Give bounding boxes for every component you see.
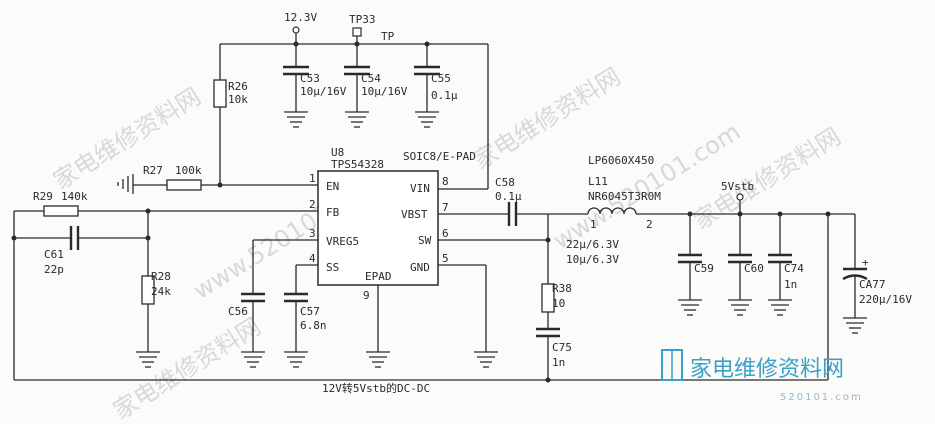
svg-text:R29: R29 [33, 190, 53, 203]
cap-c55 [414, 44, 440, 128]
ic-u8 [148, 170, 508, 352]
svg-text:家电维修资料网: 家电维修资料网 [48, 82, 205, 195]
svg-text:1: 1 [590, 218, 597, 231]
svg-text:www.520101.com: www.520101.com [548, 118, 745, 256]
svg-text:C60: C60 [744, 262, 764, 275]
svg-text:6.8n: 6.8n [300, 319, 327, 332]
svg-text:0.1μ: 0.1μ [495, 190, 522, 203]
svg-text:VBST: VBST [401, 208, 428, 221]
feedback-network [11, 205, 829, 381]
svg-text:GND: GND [410, 261, 430, 274]
site-logo: 家电维修资料网 520101.com [661, 349, 863, 403]
svg-text:C74: C74 [784, 262, 804, 275]
svg-text:7: 7 [442, 201, 449, 214]
svg-text:10μ/16V: 10μ/16V [300, 85, 347, 98]
svg-text:TPS54328: TPS54328 [331, 158, 384, 171]
svg-text:1n: 1n [784, 278, 797, 291]
svg-text:C58: C58 [495, 176, 515, 189]
label-12v3: 12.3V [284, 11, 317, 24]
svg-text:C53: C53 [300, 72, 320, 85]
svg-text:100k: 100k [175, 164, 202, 177]
svg-text:5Vstb: 5Vstb [721, 180, 754, 193]
svg-text:1: 1 [309, 172, 316, 185]
cap-c54 [344, 44, 370, 128]
svg-text:C75: C75 [552, 341, 572, 354]
svg-text:C56: C56 [228, 305, 248, 318]
cap-c56 [241, 240, 265, 368]
svg-text:140k: 140k [61, 190, 88, 203]
svg-text:C61: C61 [44, 248, 64, 261]
svg-text:C59: C59 [694, 262, 714, 275]
svg-text:220μ/16V: 220μ/16V [859, 293, 912, 306]
svg-text:U8: U8 [331, 146, 344, 159]
cap-c53 [283, 44, 309, 128]
svg-text:R27: R27 [143, 164, 163, 177]
svg-text:6: 6 [442, 227, 449, 240]
svg-text:10μ/16V: 10μ/16V [361, 85, 408, 98]
svg-text:R26: R26 [228, 80, 248, 93]
svg-text:SS: SS [326, 261, 339, 274]
svg-text:2: 2 [646, 218, 653, 231]
svg-text:5: 5 [442, 252, 449, 265]
svg-text:4: 4 [309, 252, 316, 265]
svg-text:24k: 24k [151, 285, 171, 298]
svg-text:1n: 1n [552, 356, 565, 369]
label-tp: TP [381, 30, 395, 43]
svg-text:22p: 22p [44, 263, 64, 276]
svg-text:C57: C57 [300, 305, 320, 318]
top-rail [219, 26, 489, 190]
svg-text:EPAD: EPAD [365, 270, 392, 283]
svg-text:CA77: CA77 [859, 278, 886, 291]
svg-text:LP6060X450: LP6060X450 [588, 154, 654, 167]
svg-text:R38: R38 [552, 282, 572, 295]
svg-text:FB: FB [326, 206, 340, 219]
cap-c57 [284, 265, 308, 368]
svg-text:2: 2 [309, 198, 316, 211]
svg-text:VREG5: VREG5 [326, 235, 359, 248]
ground-epad [366, 351, 390, 368]
svg-text:家电维修资料网: 家电维修资料网 [690, 357, 844, 382]
svg-text:10μ/6.3V: 10μ/6.3V [566, 253, 619, 266]
svg-text:R28: R28 [151, 270, 171, 283]
svg-text:520101.com: 520101.com [780, 392, 863, 403]
output-stage [465, 193, 868, 383]
svg-text:3: 3 [309, 227, 316, 240]
resistor-r27 [117, 174, 308, 194]
svg-text:L11: L11 [588, 175, 608, 188]
svg-text:C54: C54 [361, 72, 381, 85]
svg-text:10k: 10k [228, 93, 248, 106]
svg-text:22μ/6.3V: 22μ/6.3V [566, 238, 619, 251]
svg-text:10: 10 [552, 297, 565, 310]
svg-text:EN: EN [326, 180, 339, 193]
caption: 12V转5Vstb的DC-DC [322, 381, 430, 395]
svg-text:0.1μ: 0.1μ [431, 89, 458, 102]
svg-text:VIN: VIN [410, 182, 430, 195]
svg-text:9: 9 [363, 289, 370, 302]
label-tp33: TP33 [349, 13, 376, 26]
svg-text:SOIC8/E-PAD: SOIC8/E-PAD [403, 150, 476, 163]
ground-gnd-pin [474, 265, 498, 368]
svg-text:8: 8 [442, 175, 449, 188]
svg-text:+: + [862, 256, 869, 269]
svg-text:SW: SW [418, 234, 432, 247]
svg-text:C55: C55 [431, 72, 451, 85]
resistor-r26 [213, 79, 227, 188]
svg-text:NR6045T3R0M: NR6045T3R0M [588, 190, 661, 203]
svg-text:家电维修资料网: 家电维修资料网 [108, 312, 265, 424]
